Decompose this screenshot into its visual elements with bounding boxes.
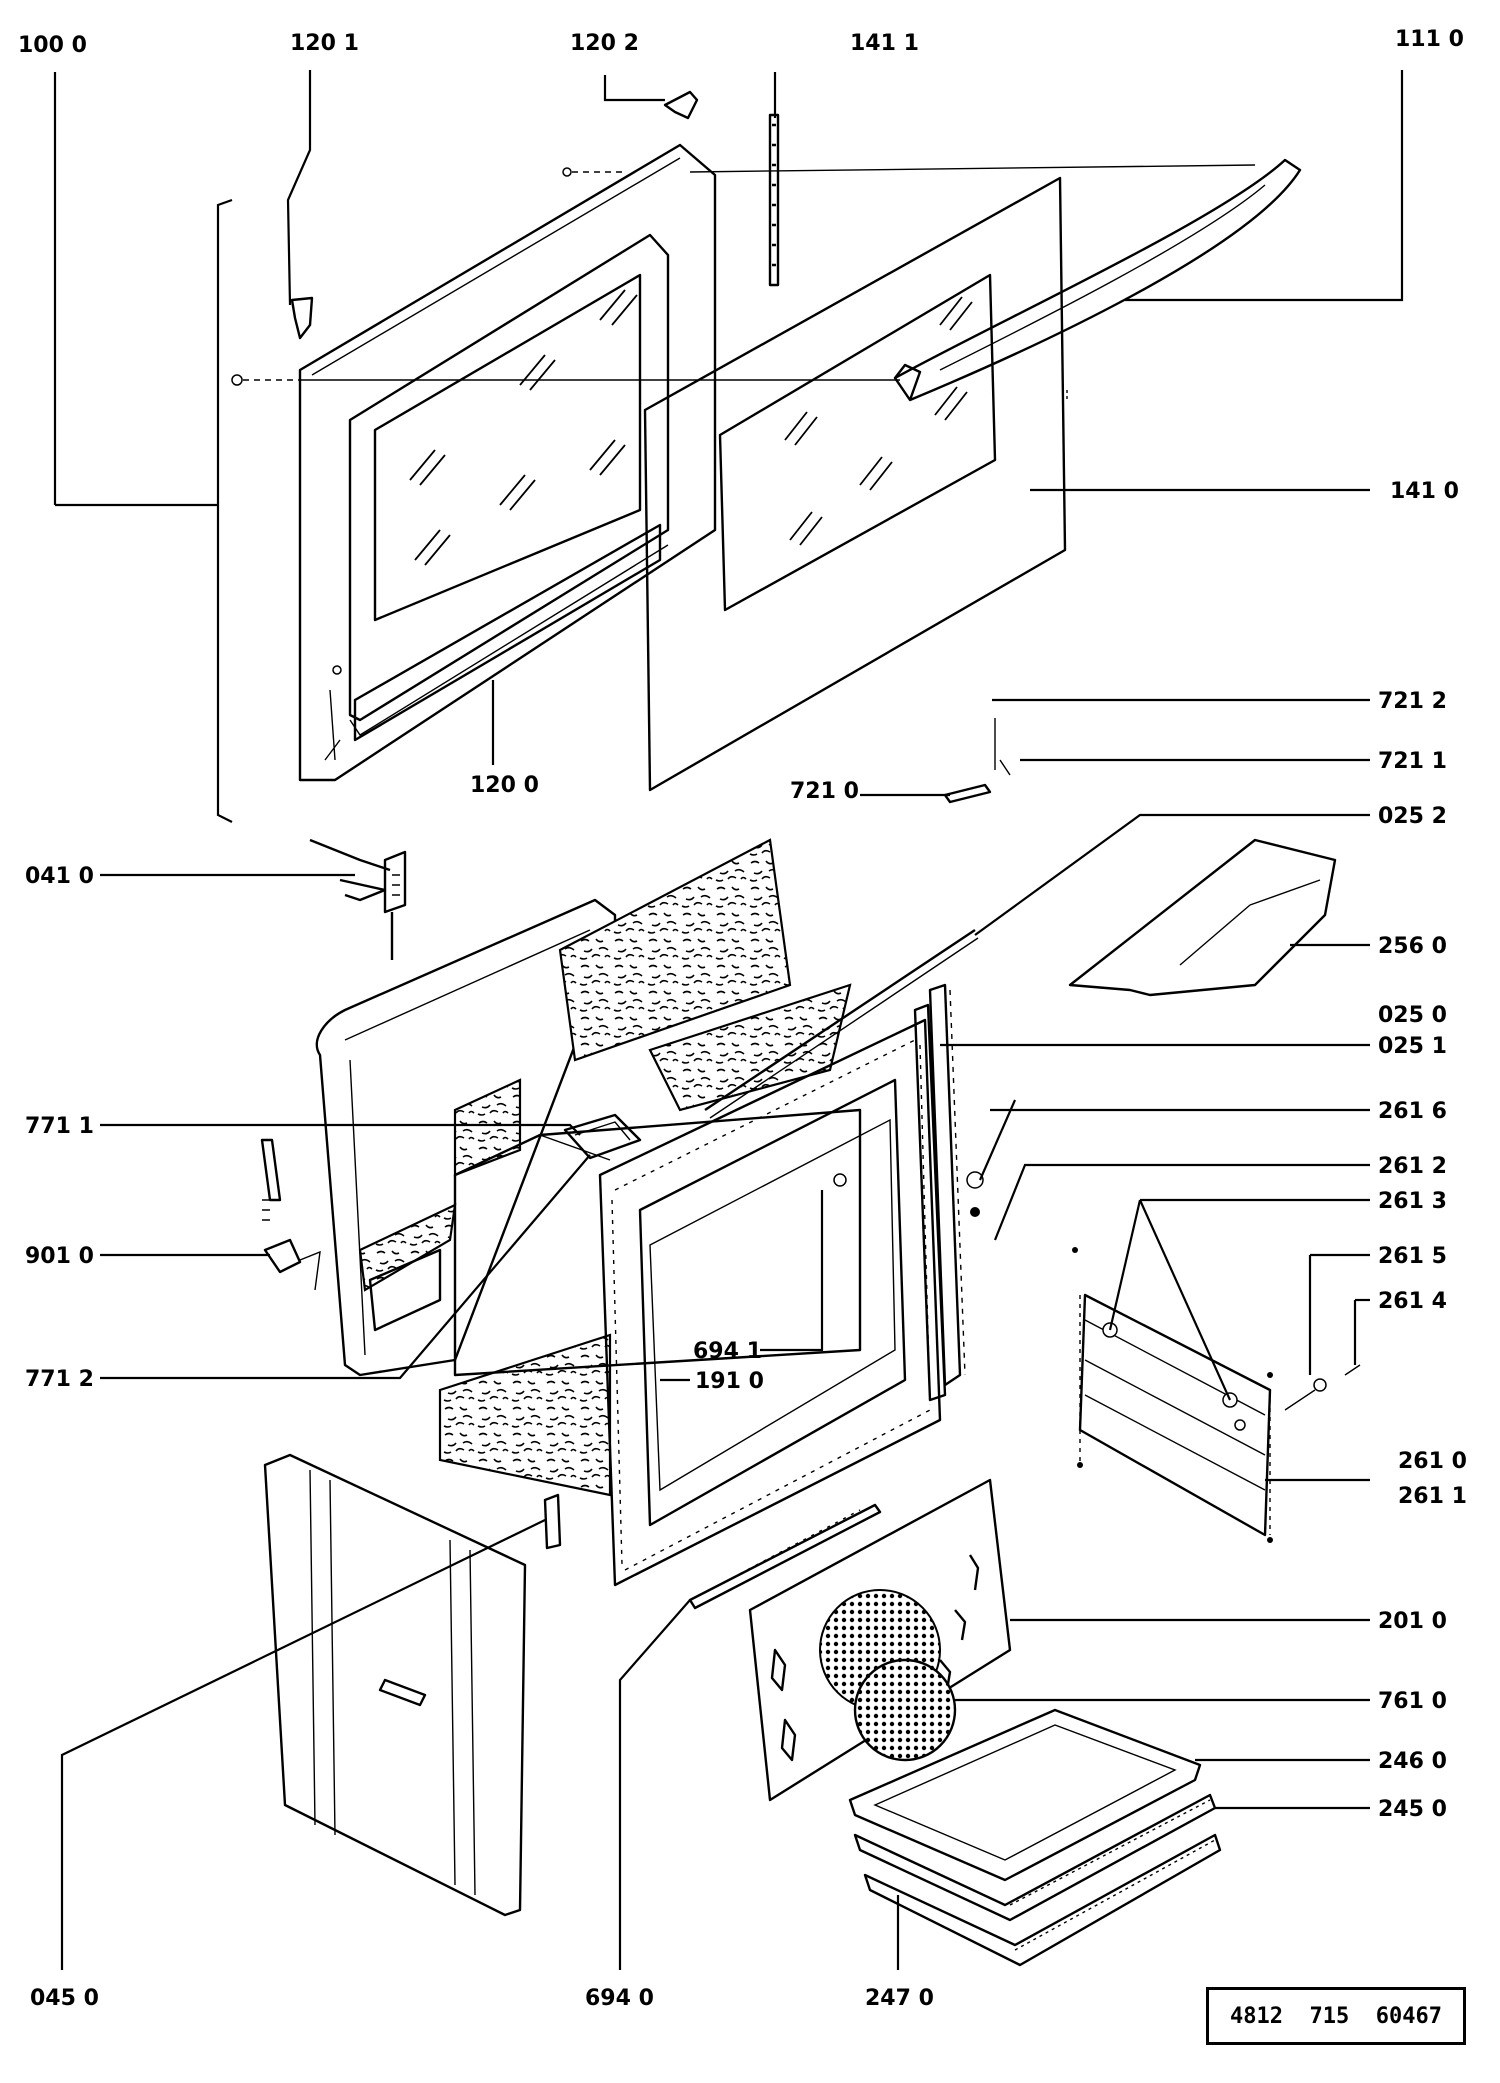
label-694-0: 694 0 bbox=[585, 1986, 654, 2011]
door-clip bbox=[290, 296, 314, 340]
lower-trim-bar bbox=[688, 1503, 882, 1610]
document-number: 4812 715 60467 bbox=[1206, 1987, 1466, 2045]
label-771-2: 771 2 bbox=[25, 1367, 94, 1392]
top-panel bbox=[1068, 838, 1337, 997]
fan-filter bbox=[853, 1658, 957, 1762]
label-261-6: 261 6 bbox=[1378, 1099, 1447, 1124]
inner-door-frame bbox=[298, 143, 717, 782]
label-111-0: 111 0 bbox=[1395, 27, 1464, 52]
clip-901 bbox=[260, 1138, 321, 1291]
label-025-2: 025 2 bbox=[1378, 804, 1447, 829]
label-261-3: 261 3 bbox=[1378, 1189, 1447, 1214]
label-120-1: 120 1 bbox=[290, 31, 359, 56]
label-261-0: 261 0 bbox=[1398, 1449, 1467, 1474]
label-721-1: 721 1 bbox=[1378, 749, 1447, 774]
side-rails bbox=[913, 983, 962, 1402]
label-045-0: 045 0 bbox=[30, 1986, 99, 2011]
label-901-0: 901 0 bbox=[25, 1244, 94, 1269]
label-694-1: 694 1 bbox=[693, 1339, 762, 1364]
label-261-4: 261 4 bbox=[1378, 1289, 1447, 1314]
label-771-1: 771 1 bbox=[25, 1114, 94, 1139]
side-panel bbox=[263, 1453, 527, 1917]
cavity-front-frame bbox=[598, 1018, 942, 1587]
bracket-721 bbox=[943, 718, 1011, 804]
label-721-0: 721 0 bbox=[790, 779, 859, 804]
cavity-light-housing bbox=[563, 1113, 642, 1160]
label-201-0: 201 0 bbox=[1378, 1609, 1447, 1634]
tray-246 bbox=[848, 1708, 1202, 1882]
door-assembly-bracket bbox=[216, 198, 233, 823]
door-handle bbox=[893, 158, 1302, 402]
door-hinge bbox=[309, 838, 407, 960]
label-025-0: 025 0 bbox=[1378, 1003, 1447, 1028]
glass-retainer-strip bbox=[768, 113, 780, 287]
part-labels: 100 0 120 1 120 2 141 1 111 0 141 0 120 … bbox=[18, 27, 1467, 2011]
leader-lines bbox=[60, 70, 1404, 1970]
label-761-0: 761 0 bbox=[1378, 1689, 1447, 1714]
oven-cavity-assembly bbox=[315, 838, 979, 1610]
tray-245 bbox=[853, 1793, 1217, 1922]
label-247-0: 247 0 bbox=[865, 1986, 934, 2011]
label-120-2: 120 2 bbox=[570, 31, 639, 56]
label-041-0: 041 0 bbox=[25, 864, 94, 889]
label-256-0: 256 0 bbox=[1378, 934, 1447, 959]
label-120-0: 120 0 bbox=[470, 773, 539, 798]
cavity-box bbox=[453, 1108, 862, 1377]
tray-247 bbox=[863, 1833, 1222, 1967]
label-721-2: 721 2 bbox=[1378, 689, 1447, 714]
label-261-2: 261 2 bbox=[1378, 1154, 1447, 1179]
label-100-0: 100 0 bbox=[18, 33, 87, 58]
shelf-supports bbox=[966, 1171, 1361, 1543]
door-hinge-clip bbox=[663, 90, 699, 120]
label-246-0: 246 0 bbox=[1378, 1749, 1447, 1774]
label-261-5: 261 5 bbox=[1378, 1244, 1447, 1269]
label-261-1: 261 1 bbox=[1398, 1484, 1467, 1509]
label-025-1: 025 1 bbox=[1378, 1034, 1447, 1059]
cavity-top-insulation bbox=[558, 838, 792, 1062]
label-141-0: 141 0 bbox=[1390, 479, 1459, 504]
outer-door-glass bbox=[643, 176, 1067, 792]
label-191-0: 191 0 bbox=[695, 1369, 764, 1394]
door-assembly bbox=[53, 72, 1302, 823]
label-141-1: 141 1 bbox=[850, 31, 919, 56]
small-knob bbox=[543, 1493, 562, 1550]
label-245-0: 245 0 bbox=[1378, 1797, 1447, 1822]
